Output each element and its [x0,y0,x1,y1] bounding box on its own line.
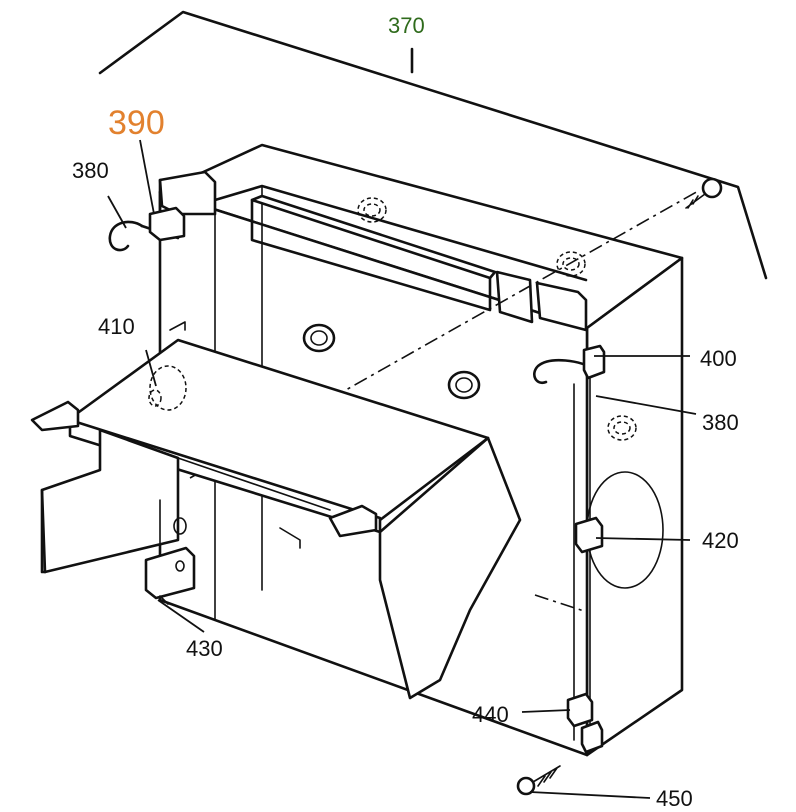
screw-450-top [685,177,723,209]
callout-430: 430 [186,636,223,661]
screw-450-bottom [516,765,561,796]
callout-420: 420 [702,528,739,553]
callout-380-right: 380 [702,410,739,435]
callout-410: 410 [98,314,135,339]
top-tab-390 [158,170,217,224]
callout-440: 440 [472,702,509,727]
callout-380-top: 380 [72,158,109,183]
tray-shelf [30,321,522,700]
clip-420 [574,516,604,554]
clip-440 [566,692,604,754]
callout-400: 400 [700,346,737,371]
leader-lines [107,139,697,799]
callout-450: 450 [656,786,693,811]
assembly-bracket-370 [98,10,768,280]
hook-380-left [108,206,186,252]
hook-380-right [533,344,606,753]
callout-370: 370 [388,13,425,38]
clip-430 [144,499,301,605]
callout-390: 390 [108,104,165,142]
